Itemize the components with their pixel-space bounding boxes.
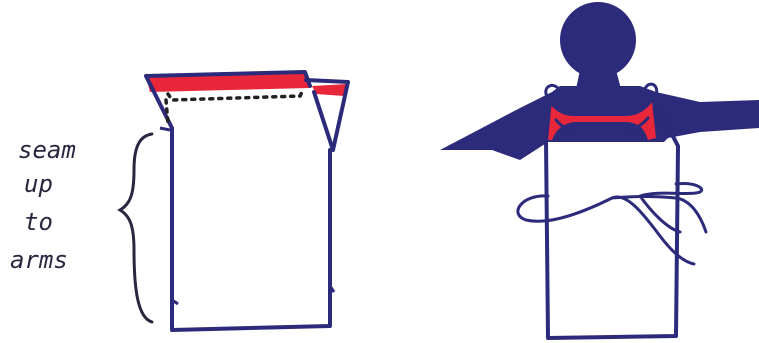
annotation-line-2: up (24, 170, 53, 198)
side-hem-red (312, 84, 348, 96)
body-panel (146, 72, 330, 330)
seam-annotation: seam up to arms (10, 136, 76, 274)
head (560, 2, 636, 78)
annotation-line-3: to (24, 208, 53, 236)
annotation-line-4: arms (10, 246, 68, 274)
flat-garment-pattern (146, 72, 348, 330)
worn-garment-on-figure (440, 2, 759, 338)
fold-line-dotted (168, 90, 303, 100)
neck (572, 70, 626, 108)
seam-brace (120, 134, 152, 322)
fold-line-dotted-left (166, 100, 168, 124)
seam-mark-top (160, 128, 170, 130)
annotation-line-1: seam (18, 136, 76, 164)
